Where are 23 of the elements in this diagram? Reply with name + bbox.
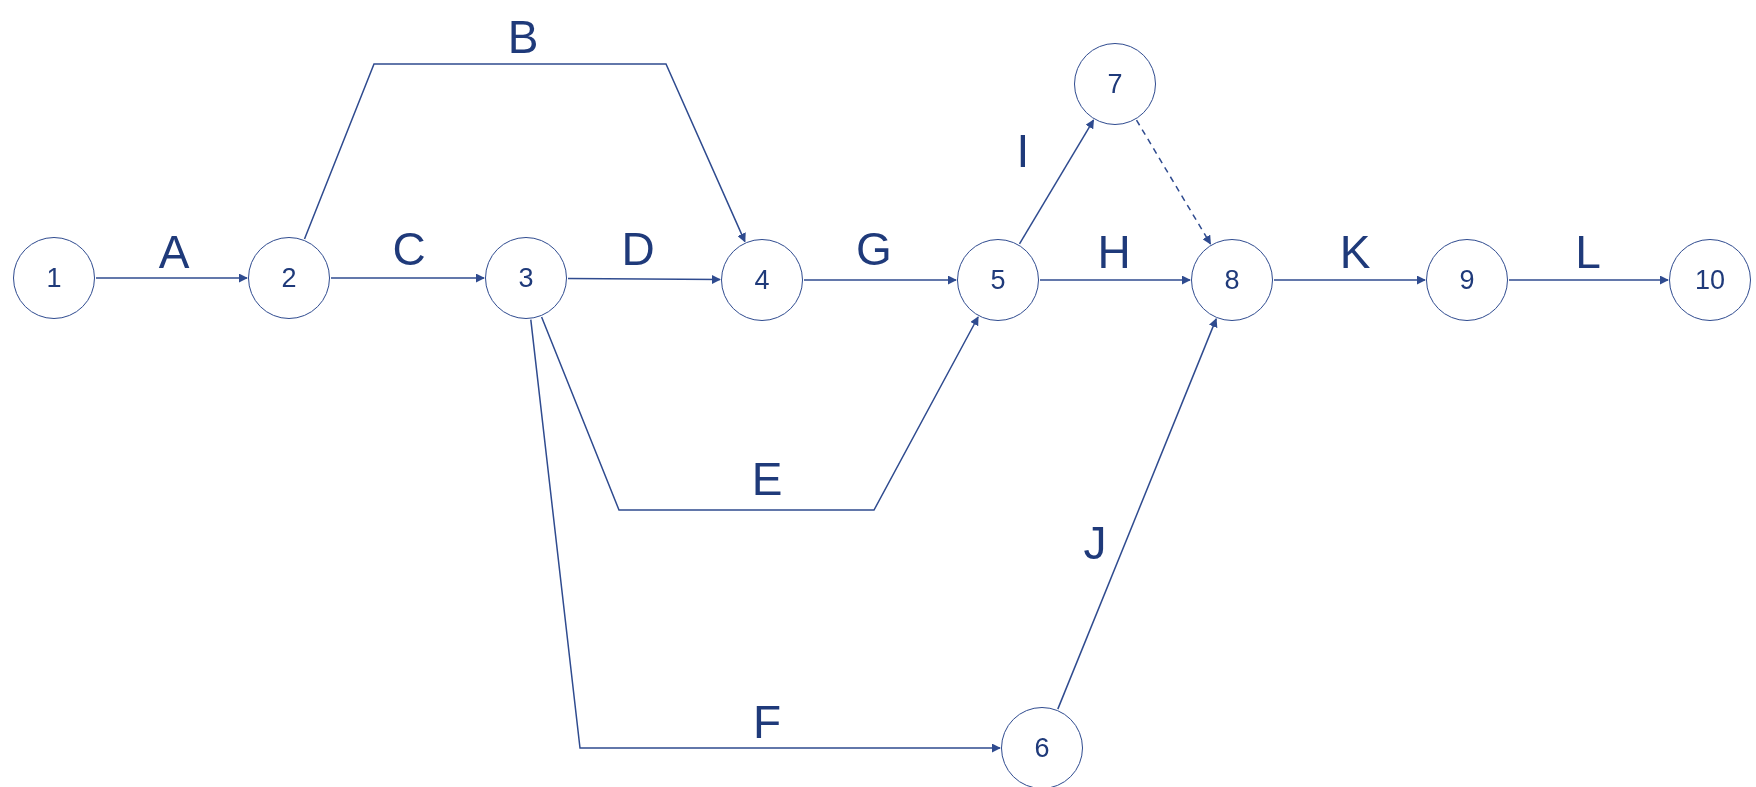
arrow bbox=[1018, 119, 1095, 245]
node-number: 3 bbox=[518, 262, 534, 294]
node-number: 5 bbox=[990, 264, 1006, 296]
node-number: 8 bbox=[1224, 264, 1240, 296]
arrow bbox=[95, 273, 248, 283]
node-number: 7 bbox=[1107, 68, 1123, 100]
arrow bbox=[530, 318, 1001, 753]
arrow bbox=[303, 63, 746, 243]
arrow bbox=[1273, 275, 1426, 285]
arrow bbox=[1039, 275, 1191, 285]
arrow bbox=[1135, 119, 1212, 245]
node-number: 6 bbox=[1034, 732, 1050, 764]
arrow bbox=[540, 316, 979, 511]
node-number: 1 bbox=[46, 262, 62, 294]
arrow bbox=[330, 273, 485, 283]
node-number: 9 bbox=[1459, 264, 1475, 296]
node-number: 10 bbox=[1694, 264, 1725, 296]
arrow bbox=[1508, 275, 1669, 285]
arrow bbox=[567, 275, 721, 285]
arrow bbox=[803, 275, 957, 285]
node-number: 2 bbox=[281, 262, 297, 294]
node-number: 4 bbox=[754, 264, 770, 296]
arrow bbox=[1057, 318, 1218, 710]
